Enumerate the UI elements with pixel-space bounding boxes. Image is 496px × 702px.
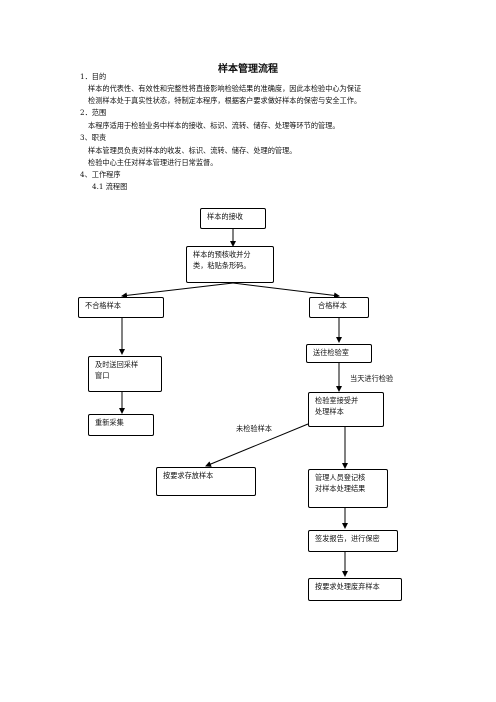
section-3-heading: 3、职责 <box>80 133 107 142</box>
flow-box-report: 签发报告，进行保密 <box>308 530 398 552</box>
flow-box-receive: 样本的接收 <box>200 208 266 229</box>
page-title: 样本管理流程 <box>218 64 278 75</box>
section-2-text: 本程序适用于检验业务中样本的接收、标识、流转、储存、处理等环节的管理。 <box>88 121 340 130</box>
flow-box-return: 及时送回采样 窗口 <box>88 356 162 392</box>
section-1-text-line-2: 检测样本处于真实性状态，特制定本程序，根据客户要求做好样本的保密与安全工作。 <box>88 96 362 105</box>
flow-dispose-label: 按要求处理废弃样本 <box>315 582 380 591</box>
flow-box-admin-check: 管理人员登记核 对样本处理结果 <box>308 469 388 508</box>
flow-box-qualified: 合格样本 <box>309 297 369 318</box>
flow-store-label: 按要求存放样本 <box>163 471 214 480</box>
flow-box-lab-process: 检验室接受并 处理样本 <box>308 392 384 427</box>
flow-receive-label: 样本的接收 <box>207 212 243 221</box>
flow-box-unqualified: 不合格样本 <box>78 297 164 318</box>
flow-return-line-2: 窗口 <box>95 371 110 380</box>
arrow-precheck-to-unqualified <box>121 282 234 299</box>
flow-box-dispose: 按要求处理废弃样本 <box>308 578 402 601</box>
flow-unqualified-label: 不合格样本 <box>85 301 121 310</box>
label-same-day-test: 当天进行检验 <box>350 374 394 383</box>
flow-report-label: 签发报告，进行保密 <box>315 534 380 543</box>
section-3-text-line-1: 样本管理员负责对样本的收发、标识、流转、储存、处理的管理。 <box>88 146 297 155</box>
label-untested-sample: 未检验样本 <box>236 424 272 433</box>
section-4-heading: 4、工作程序 <box>80 170 121 179</box>
flow-return-line-1: 及时送回采样 <box>95 360 139 369</box>
section-1-heading: 1．目的 <box>80 72 107 81</box>
flow-precheck-line-1: 样本的预核收并分 <box>193 250 251 259</box>
section-3-text-line-2: 检验中心主任对样本管理进行日常监督。 <box>88 158 218 167</box>
section-1-text-line-1: 样本的代表性、有效性和完整性将直接影响检验结果的准确度，因此本检验中心为保证 <box>88 84 362 93</box>
flow-qualified-label: 合格样本 <box>318 301 347 310</box>
flow-box-send-lab: 送往检验室 <box>306 344 372 363</box>
flow-admin-line-1: 管理人员登记核 <box>315 473 366 482</box>
flow-box-resample: 重新采集 <box>88 414 154 436</box>
flow-lab-line-1: 检验室接受并 <box>315 396 359 405</box>
flow-box-store: 按要求存放样本 <box>156 467 256 496</box>
flow-box-precheck: 样本的预核收并分 类，粘贴条形码。 <box>186 246 274 283</box>
flow-resample-label: 重新采集 <box>95 418 124 427</box>
section-4-1-heading: 4.1 流程图 <box>92 182 128 191</box>
arrow-lab-to-store <box>205 423 309 467</box>
flow-send-lab-label: 送往检验室 <box>313 348 349 357</box>
flow-lab-line-2: 处理样本 <box>315 407 344 416</box>
section-2-heading: 2．范围 <box>80 108 107 117</box>
arrow-precheck-to-qualified <box>232 282 340 299</box>
flow-precheck-line-2: 类，粘贴条形码。 <box>193 261 251 270</box>
flow-admin-line-2: 对样本处理结果 <box>315 484 366 493</box>
